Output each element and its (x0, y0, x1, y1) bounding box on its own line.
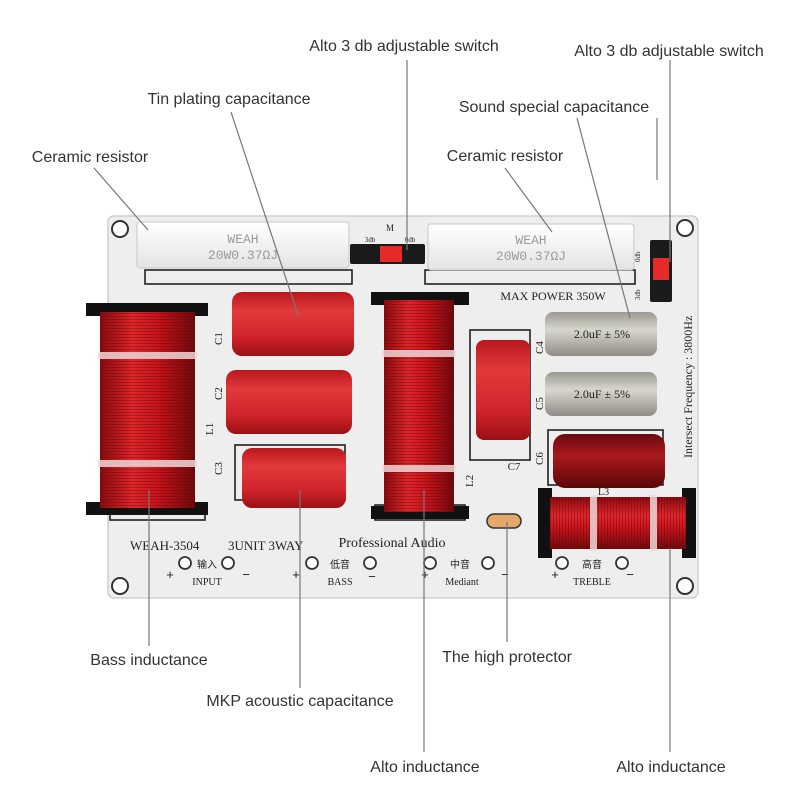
bass-cn: 低音 (330, 558, 350, 571)
bass-plus: + (292, 567, 300, 582)
callout-alto-switch-center: Alto 3 db adjustable switch (309, 38, 498, 55)
designator-c2: C2 (213, 387, 225, 400)
type-label: 3UNIT 3WAY (228, 538, 304, 553)
callout-labels: Alto 3 db adjustable switch Alto 3 db ad… (32, 38, 764, 776)
treble-cn: 高音 (582, 558, 602, 571)
mounting-holes (111, 219, 694, 595)
callout-alto-switch-right: Alto 3 db adjustable switch (574, 43, 763, 60)
designator-c5: C5 (534, 397, 546, 410)
capacitor-c2: C2 (213, 370, 352, 434)
capacitor-c7: C7 (476, 340, 530, 473)
designator-l3: L3 (598, 487, 609, 498)
designator-l1: L1 (204, 423, 216, 435)
alto-switch-center[interactable]: M 3db 0db (350, 223, 425, 264)
switch-center-db-right: 0db (405, 236, 416, 244)
mediant-cn: 中音 (450, 558, 470, 571)
bass-inductor: L1 (86, 303, 216, 515)
designator-c4: C4 (534, 341, 546, 354)
terminal-bass[interactable]: + 低音 BASS − (292, 556, 377, 588)
model-label: WEAH-3504 (130, 538, 200, 553)
treble-plus: + (551, 567, 559, 582)
input-cn: 输入 (197, 558, 217, 571)
treble-minus: − (626, 567, 634, 582)
callout-ceramic-resistor-left: Ceramic resistor (32, 149, 149, 166)
treble-en: TREBLE (573, 577, 611, 588)
callout-ceramic-resistor-right: Ceramic resistor (447, 148, 564, 165)
capacitor-c3: C3 (213, 448, 346, 508)
mediant-plus: + (421, 567, 429, 582)
capacitor-c6: C6 (534, 434, 665, 488)
leader-lines (93, 60, 671, 752)
switch-right-db-top: 0db (634, 251, 642, 262)
sound-capacitor-c4: 2.0uF ± 5% C4 (534, 312, 657, 356)
switch-center-mark: M (386, 223, 394, 233)
sound-capacitor-c5: 2.0uF ± 5% C5 (534, 372, 657, 416)
bass-minus: − (368, 569, 376, 584)
callout-alto-inductance-right: Alto inductance (616, 759, 726, 776)
resistor-left-value: 20W0.37ΩJ (208, 248, 278, 263)
designator-c3: C3 (213, 462, 225, 475)
terminal-mediant[interactable]: + 中音 Mediant − (421, 556, 509, 588)
intersect-frequency-label: Intersect Frequency : 3800Hz (681, 316, 695, 458)
callout-sound-special-cap: Sound special capacitance (459, 99, 649, 116)
mediant-en: Mediant (445, 577, 479, 588)
callout-tin-plating-cap: Tin plating capacitance (147, 91, 310, 108)
resistor-right-value: 20W0.37ΩJ (496, 249, 566, 264)
high-protector (486, 513, 522, 529)
designator-c7: C7 (508, 461, 521, 473)
brand-label: Professional Audio (339, 536, 446, 551)
alto-inductor-right: L3 (538, 487, 696, 558)
cap-c5-value: 2.0uF ± 5% (574, 387, 630, 401)
capacitor-c1: C1 (213, 292, 354, 356)
terminal-treble[interactable]: + 高音 TREBLE − (551, 556, 634, 588)
bass-en: BASS (327, 577, 352, 588)
designator-l2: L2 (464, 475, 476, 487)
mediant-minus: − (501, 567, 509, 582)
resistor-left-brand: WEAH (227, 232, 258, 247)
callout-mkp-cap: MKP acoustic capacitance (206, 693, 393, 710)
ceramic-resistor-right: WEAH 20W0.37ΩJ (427, 223, 635, 271)
cap-c4-value: 2.0uF ± 5% (574, 327, 630, 341)
alto-inductor-center: L2 (371, 292, 476, 519)
terminal-input[interactable]: + 输入 INPUT − (166, 556, 250, 588)
designator-c1: C1 (213, 332, 225, 345)
callout-alto-inductance-center: Alto inductance (370, 759, 480, 776)
designator-c6: C6 (534, 452, 546, 465)
max-power-label: MAX POWER 350W (500, 289, 606, 303)
switch-center-db-left: 3db (365, 236, 376, 244)
input-plus: + (166, 567, 174, 582)
ceramic-resistor-left: WEAH 20W0.37ΩJ (136, 221, 350, 269)
switch-right-db-bottom: 3db (634, 289, 642, 300)
callout-high-protector: The high protector (442, 649, 573, 666)
alto-switch-right[interactable]: 0db 3db (634, 240, 672, 302)
input-en: INPUT (192, 577, 221, 588)
callout-bass-inductance: Bass inductance (90, 652, 208, 669)
input-minus: − (242, 567, 250, 582)
resistor-right-brand: WEAH (515, 233, 546, 248)
